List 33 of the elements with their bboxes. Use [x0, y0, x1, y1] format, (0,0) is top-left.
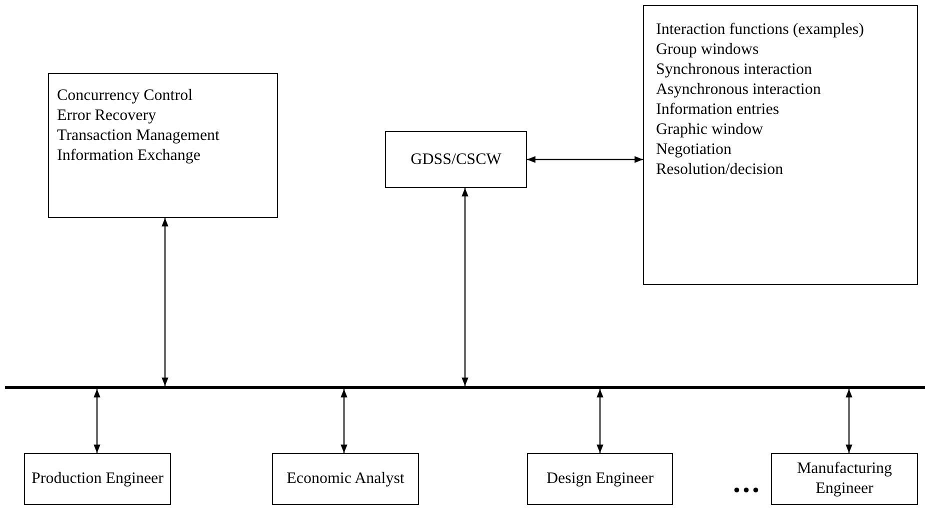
node-text: Manufacturing Engineer	[796, 459, 894, 499]
process-box	[272, 453, 419, 505]
double-arrow	[340, 389, 348, 453]
process-box	[24, 453, 171, 505]
bus-line	[5, 386, 925, 389]
node-text: Error Recovery	[57, 106, 158, 126]
node-text: Synchronous interaction	[656, 60, 813, 80]
double-arrow	[462, 188, 468, 386]
double-arrow	[527, 156, 643, 163]
double-arrow	[846, 389, 852, 453]
double-arrow	[94, 389, 100, 453]
list-box	[643, 5, 918, 285]
process-box	[385, 131, 527, 188]
node-text: Transaction Management	[57, 126, 220, 146]
process-box	[48, 73, 278, 218]
double-arrow	[596, 389, 604, 453]
node-text: Asynchronous interaction	[656, 80, 822, 100]
double-arrow	[162, 218, 168, 386]
node-text: Production Engineer	[30, 469, 164, 489]
node-text: Economic Analyst	[286, 469, 406, 489]
ellipsis-label: ...	[733, 466, 762, 500]
node-text: Graphic window	[656, 120, 764, 140]
node-text: Information entries	[656, 100, 780, 120]
node-text: Information Exchange	[57, 146, 202, 166]
process-box	[527, 453, 673, 505]
node-text: Design Engineer	[545, 469, 655, 489]
process-box	[771, 453, 918, 505]
node-text: Resolution/decision	[656, 160, 784, 180]
node-text: Concurrency Control	[57, 86, 194, 106]
node-text: Negotiation	[656, 140, 733, 160]
node-text: GDSS/CSCW	[410, 150, 502, 170]
node-text: Group windows	[656, 40, 760, 60]
node-text: Interaction functions (examples)	[656, 20, 865, 40]
